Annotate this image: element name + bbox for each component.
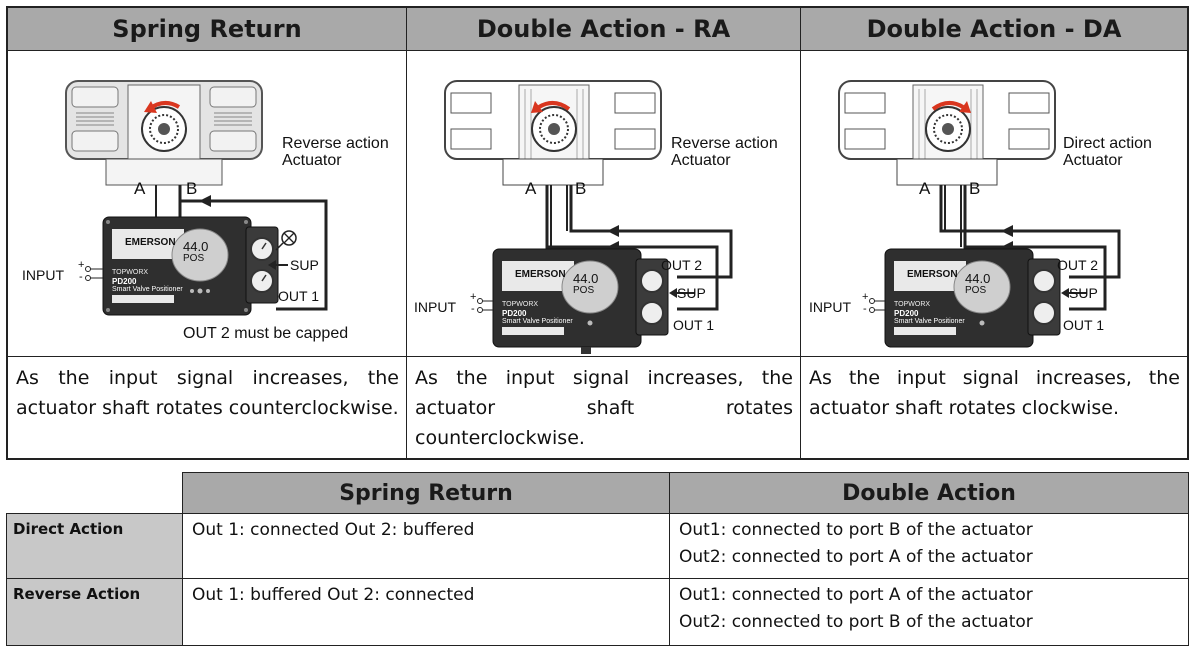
input-plus: + [78, 259, 85, 271]
port-b-label: B [186, 179, 198, 198]
positioner-device [884, 248, 1061, 348]
cell-spring-return: Out 1: buffered Out 2: connected [182, 578, 670, 646]
input-label: INPUT [414, 299, 456, 315]
actuator-icon [444, 80, 662, 186]
column-double-action-ra: Double Action - RA [406, 8, 800, 458]
cell-line: Out1: connected to port A of the actuato… [679, 585, 1033, 605]
out1-label: OUT 1 [673, 317, 714, 333]
model-label: PD200 [502, 309, 527, 318]
description: As the input signal increases, the actua… [809, 367, 1180, 419]
row-label-reverse-action: Reverse Action [6, 578, 183, 646]
input-plus: + [862, 291, 869, 303]
actuator-label: Reverse action Actuator [671, 135, 778, 169]
port-a-label: A [919, 179, 931, 198]
supply-line [180, 199, 328, 311]
actuator-icon [65, 80, 263, 186]
double-action-ra-schematic [444, 80, 733, 354]
brand-logo: EMERSON [907, 269, 958, 280]
model-subtitle: Smart Valve Positioner [894, 318, 965, 325]
out1-label: OUT 1 [1063, 317, 1104, 333]
description: As the input signal increases, the actua… [415, 367, 793, 449]
display-readout: 44.0 [573, 271, 599, 286]
cell-double-action: Out1: connected to port B of the actuato… [669, 513, 1189, 579]
spring-return-diagram: Reverse action Actuator A B INPUT + - SU… [8, 51, 406, 357]
sup-label: SUP [290, 257, 319, 273]
series-label: TOPWORX [894, 301, 931, 308]
out2-label: OUT 2 [1057, 257, 1098, 273]
port-b-label: B [969, 179, 981, 198]
brand-logo: EMERSON [515, 269, 566, 280]
column-spring-return: Spring Return [8, 8, 406, 458]
column-header: Double Action - DA [801, 8, 1187, 51]
rotation-arrow-icon [537, 101, 571, 111]
display-mode: POS [965, 285, 987, 296]
positioner-device [492, 248, 669, 354]
input-minus: - [863, 303, 867, 315]
out2-label: OUT 2 [661, 257, 702, 273]
positioner-device [102, 216, 279, 316]
header-spring-return: Spring Return [182, 472, 670, 514]
arrow-head-icon [144, 101, 157, 113]
connection-table: Spring Return Double Action Direct Actio… [6, 472, 1189, 646]
port-a-label: A [134, 179, 146, 198]
brand-logo: EMERSON [125, 237, 176, 248]
port-a-label: A [525, 179, 537, 198]
header-double-action: Double Action [669, 472, 1189, 514]
cell-line: Out2: connected to port B of the actuato… [679, 612, 1033, 632]
input-plus: + [470, 291, 477, 303]
arrow-head-icon [959, 101, 971, 113]
input-minus: - [471, 303, 475, 315]
series-label: TOPWORX [502, 301, 539, 308]
model-subtitle: Smart Valve Positioner [502, 318, 573, 325]
input-label: INPUT [22, 267, 64, 283]
column-double-action-da: Double Action - DA [800, 8, 1187, 458]
rotation-arrow-icon [931, 101, 965, 111]
gauge-icon [640, 301, 664, 325]
model-label: PD200 [112, 277, 137, 286]
double-action-da-schematic [838, 80, 1121, 348]
column-header: Spring Return [8, 8, 406, 51]
configuration-table: Spring Return [6, 6, 1189, 460]
display-readout: 44.0 [183, 239, 209, 254]
model-label: PD200 [894, 309, 919, 318]
actuator-label: Reverse action Actuator [282, 135, 389, 169]
input-label: INPUT [809, 299, 851, 315]
input-minus: - [79, 271, 83, 283]
cap-note: OUT 2 must be capped [183, 325, 349, 342]
model-subtitle: Smart Valve Positioner [112, 286, 183, 293]
series-label: TOPWORX [112, 269, 149, 276]
description: As the input signal increases, the actua… [16, 367, 399, 419]
gauge-icon [640, 269, 664, 293]
sup-label: SUP [677, 285, 706, 301]
double-action-da-diagram: Direct action Actuator A B INPUT + - OUT… [801, 51, 1187, 357]
display-mode: POS [183, 253, 205, 264]
sup-label: SUP [1069, 285, 1098, 301]
cell-line: Out1: connected to port B of the actuato… [679, 520, 1033, 540]
column-header: Double Action - RA [407, 8, 800, 51]
display-readout: 44.0 [965, 271, 991, 286]
actuator-label: Direct action Actuator [1063, 135, 1152, 169]
cell-double-action: Out1: connected to port A of the actuato… [669, 578, 1189, 646]
cell-spring-return: Out 1: connected Out 2: buffered [182, 513, 670, 579]
table-row: Direct Action Out 1: connected Out 2: bu… [6, 513, 1189, 579]
spring-return-schematic [65, 80, 328, 316]
out1-label: OUT 1 [278, 288, 319, 304]
double-action-ra-diagram: Reverse action Actuator A B INPUT + - OU… [407, 51, 800, 357]
row-label-direct-action: Direct Action [6, 513, 183, 579]
display-mode: POS [573, 285, 595, 296]
gauge-icon [1032, 269, 1056, 293]
gauge-icon [1032, 301, 1056, 325]
table-row: Reverse Action Out 1: buffered Out 2: co… [6, 578, 1189, 646]
cell-line: Out2: connected to port A of the actuato… [679, 547, 1033, 567]
actuator-icon [838, 80, 1056, 186]
port-b-label: B [575, 179, 587, 198]
arrow-head-icon [531, 101, 543, 113]
